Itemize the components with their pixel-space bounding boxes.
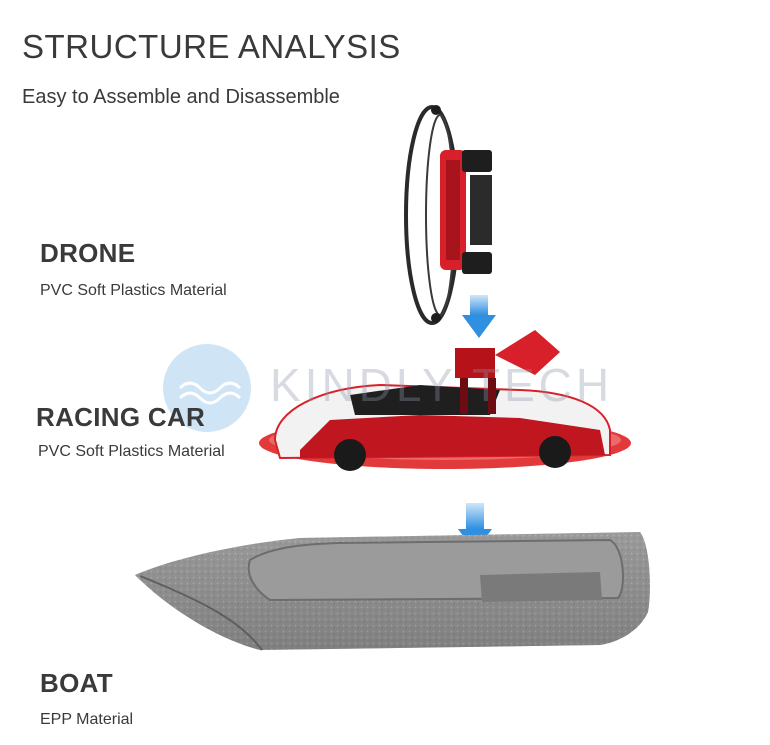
boat-icon <box>135 532 650 651</box>
racing-car-title: RACING CAR <box>36 402 206 432</box>
down-arrow-icon <box>462 295 496 338</box>
page-title: STRUCTURE ANALYSIS <box>22 28 401 65</box>
watermark-text: KINDLY TECH <box>270 359 614 411</box>
boat-title: BOAT <box>40 668 113 698</box>
boat-material: EPP Material <box>40 711 134 728</box>
page-subtitle: Easy to Assemble and Disassemble <box>22 86 340 108</box>
drone-material: PVC Soft Plastics Material <box>40 282 227 299</box>
down-arrow-icon <box>458 503 492 552</box>
drone-icon <box>404 105 492 325</box>
drone-title: DRONE <box>40 238 136 268</box>
racing-car-material: PVC Soft Plastics Material <box>38 443 225 460</box>
